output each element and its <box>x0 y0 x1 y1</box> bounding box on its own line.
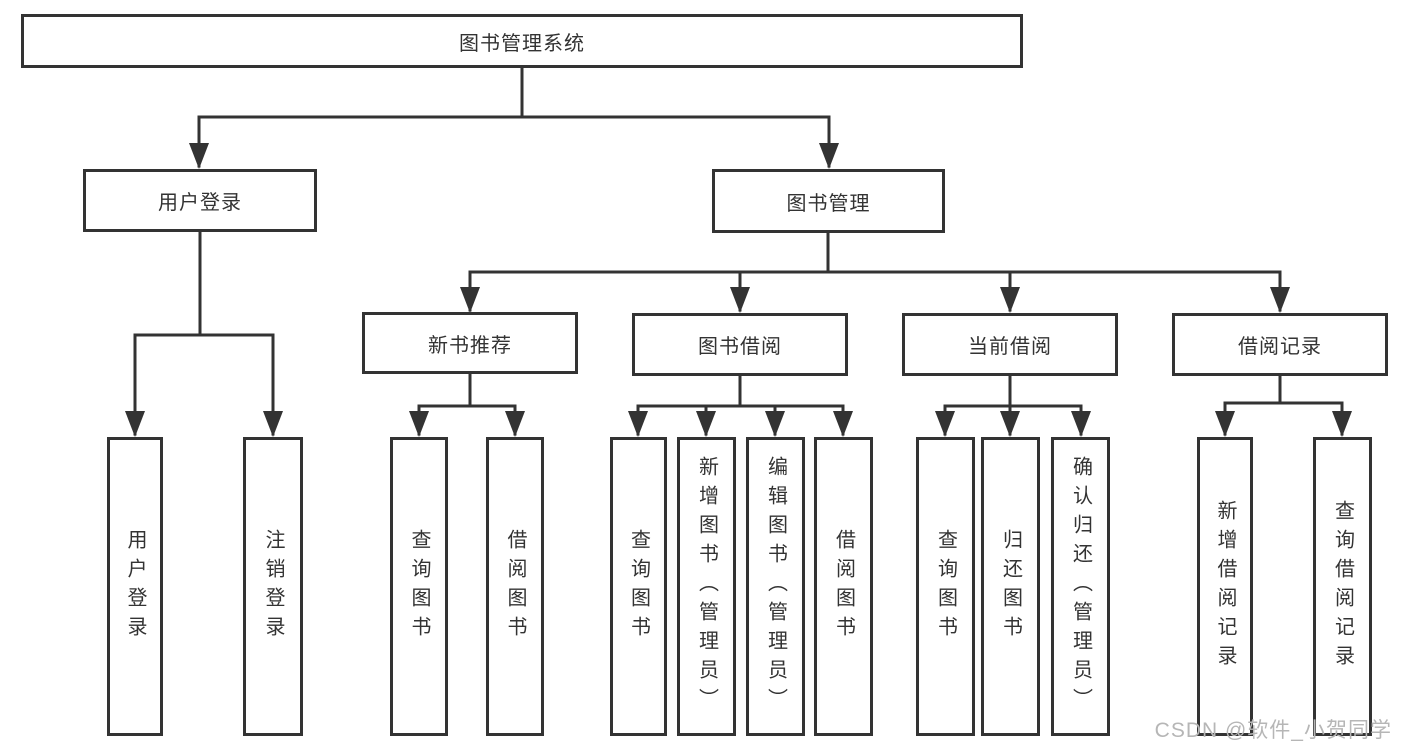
leaf-query-borrow-record: 查询借阅记录 <box>1313 437 1372 736</box>
node-current-borrow: 当前借阅 <box>902 313 1118 376</box>
leaf-query-books: 查询图书 <box>610 437 667 736</box>
csdn-watermark: CSDN @软件_小贺同学 <box>1154 719 1392 742</box>
node-book-management: 图书管理 <box>712 169 945 233</box>
leaf-edit-books-admin: 编辑图书（管理员） <box>746 437 805 736</box>
node-label: 借阅记录 <box>1238 336 1322 358</box>
leaf-add-books-admin: 新增图书（管理员） <box>677 437 736 736</box>
leaf-label: 注销登录 <box>262 528 284 645</box>
node-label: 当前借阅 <box>968 336 1052 358</box>
node-new-book-recommend: 新书推荐 <box>362 312 578 374</box>
node-user-login: 用户登录 <box>83 169 317 232</box>
leaf-logout: 注销登录 <box>243 437 303 736</box>
leaf-add-borrow-record: 新增借阅记录 <box>1197 437 1253 736</box>
node-label: 用户登录 <box>158 192 242 214</box>
leaf-label: 新增图书（管理员） <box>695 456 718 717</box>
leaf-label: 借阅图书 <box>832 528 855 645</box>
node-label: 图书管理 <box>786 192 871 215</box>
node-label: 图书借阅 <box>698 336 782 358</box>
leaf-label: 借阅图书 <box>504 528 526 645</box>
leaf-borrow-books: 借阅图书 <box>814 437 873 736</box>
leaf-borrow-books-recommend: 借阅图书 <box>486 437 544 736</box>
leaf-label: 查询图书 <box>408 528 430 645</box>
leaf-label: 确认归还（管理员） <box>1069 456 1092 717</box>
leaf-user-login: 用户登录 <box>107 437 163 736</box>
leaf-label: 查询图书 <box>627 528 650 645</box>
leaf-confirm-return-admin: 确认归还（管理员） <box>1051 437 1110 736</box>
leaf-label: 查询借阅记录 <box>1331 499 1354 674</box>
leaf-label: 查询图书 <box>934 528 957 645</box>
leaf-label: 新增借阅记录 <box>1214 499 1236 674</box>
leaf-query-books-current: 查询图书 <box>916 437 975 736</box>
leaf-label: 归还图书 <box>999 528 1022 645</box>
node-book-borrow: 图书借阅 <box>632 313 848 376</box>
node-label: 新书推荐 <box>428 334 512 357</box>
leaf-label: 用户登录 <box>124 528 146 645</box>
leaf-label: 编辑图书（管理员） <box>764 456 787 717</box>
node-library-management-system: 图书管理系统 <box>21 14 1023 68</box>
node-borrow-records: 借阅记录 <box>1172 313 1388 376</box>
leaf-query-books-recommend: 查询图书 <box>390 437 448 736</box>
node-label: 图书管理系统 <box>459 32 585 55</box>
leaf-return-books: 归还图书 <box>981 437 1040 736</box>
